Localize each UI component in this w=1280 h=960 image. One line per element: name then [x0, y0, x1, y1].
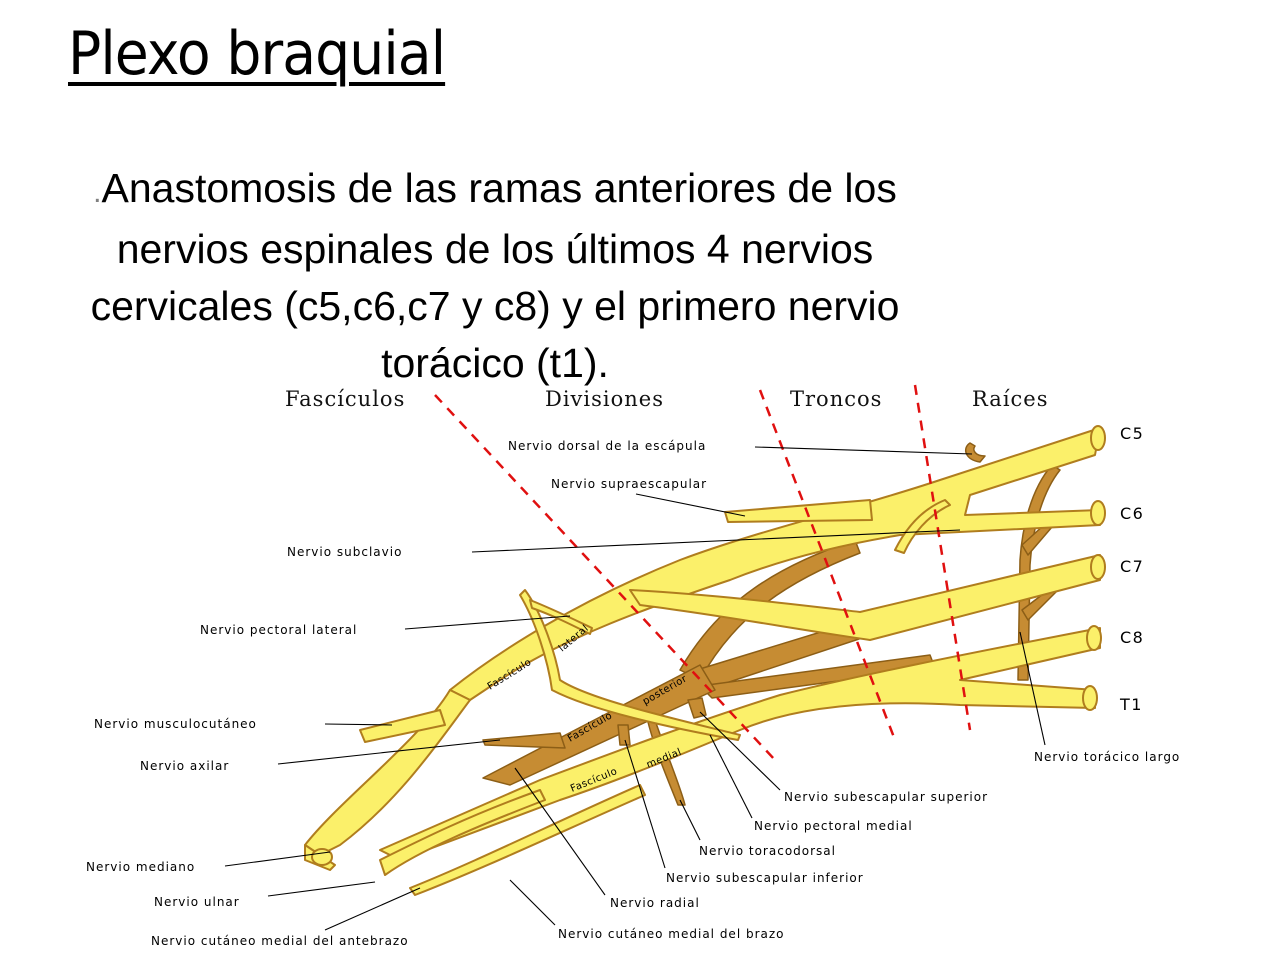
root-c8: C8: [1120, 628, 1144, 647]
label-pectoral-lateral: Nervio pectoral lateral: [200, 623, 357, 637]
label-musculocutaneo: Nervio musculocutáneo: [94, 717, 257, 731]
posterior-cord: [482, 539, 936, 806]
label-dorsal-escapula: Nervio dorsal de la escápula: [508, 439, 706, 453]
bullet-marker: .: [93, 176, 102, 209]
header-fasciculos: Fascículos: [285, 387, 405, 411]
label-supraescapular: Nervio supraescapular: [551, 477, 707, 491]
label-subclavio: Nervio subclavio: [287, 545, 402, 559]
label-subescapular-inferior: Nervio subescapular inferior: [666, 871, 864, 885]
body-text: Anastomosis de las ramas anteriores de l…: [90, 165, 900, 386]
root-c6: C6: [1120, 504, 1144, 523]
root-c7: C7: [1120, 557, 1144, 576]
root-t1: T1: [1119, 695, 1143, 714]
label-toracico-largo: Nervio torácico largo: [1034, 750, 1180, 764]
header-raices: Raíces: [972, 387, 1049, 411]
label-axilar: Nervio axilar: [140, 759, 229, 773]
header-troncos: Troncos: [790, 387, 882, 411]
label-cutaneo-brazo: Nervio cutáneo medial del brazo: [558, 927, 785, 941]
label-ulnar: Nervio ulnar: [154, 895, 240, 909]
leader-lines: [224, 446, 1046, 931]
nerve-trunks: [304, 425, 1106, 896]
label-mediano: Nervio mediano: [86, 860, 195, 874]
header-divisiones: Divisiones: [545, 387, 664, 411]
label-subescapular-superior: Nervio subescapular superior: [784, 790, 988, 804]
label-radial: Nervio radial: [610, 896, 700, 910]
label-pectoral-medial: Nervio pectoral medial: [754, 819, 913, 833]
slide-title: Plexo braquial: [68, 19, 446, 89]
root-c5: C5: [1120, 424, 1144, 443]
label-toracodorsal: Nervio toracodorsal: [699, 844, 836, 858]
label-cutaneo-antebrazo: Nervio cutáneo medial del antebrazo: [151, 934, 409, 948]
slide-body: .Anastomosis de las ramas anteriores de …: [60, 160, 930, 392]
